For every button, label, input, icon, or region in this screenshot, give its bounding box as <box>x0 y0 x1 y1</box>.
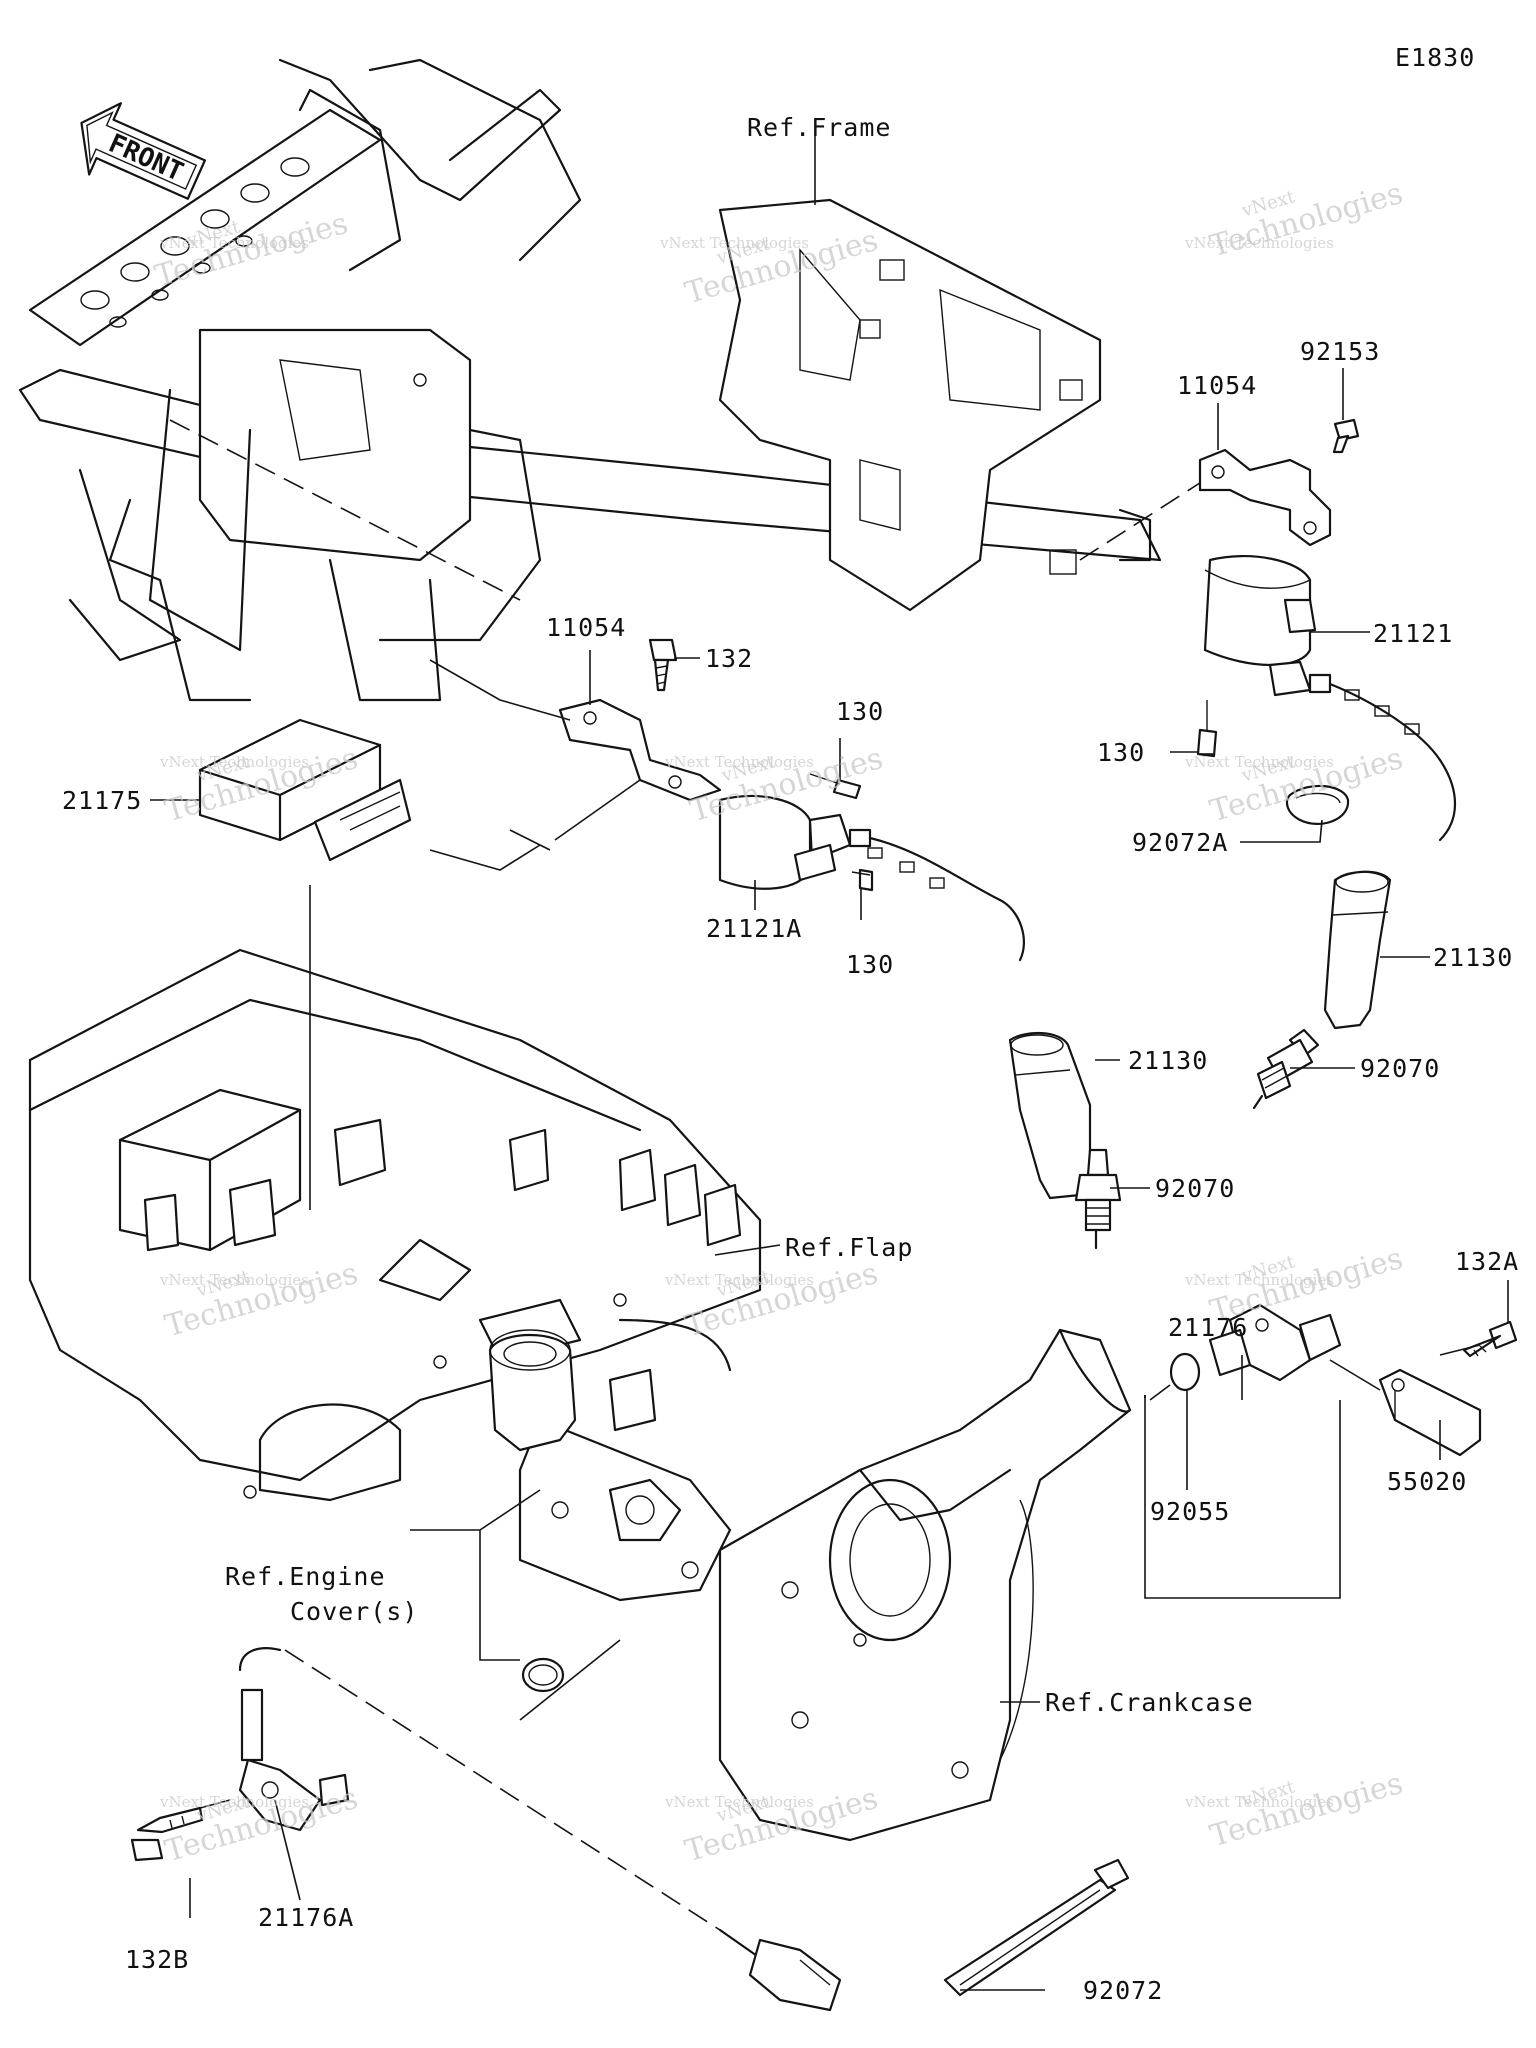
label-ref-crankcase: Ref.Crankcase <box>1045 1688 1254 1717</box>
frame-assembly <box>18 58 1221 702</box>
label-130-lower: 130 <box>846 950 894 979</box>
engine-cover <box>488 1329 732 1602</box>
svg-text:vNext Technologies: vNext Technologies <box>1184 234 1334 252</box>
screw-130-upper <box>809 773 862 800</box>
svg-text:vNext Technologies: vNext Technologies <box>664 753 814 771</box>
label-ref-flap: Ref.Flap <box>785 1233 913 1262</box>
svg-text:vNext Technologies: vNext Technologies <box>159 234 309 252</box>
label-92153: 92153 <box>1300 337 1380 366</box>
svg-text:vNext Technologies: vNext Technologies <box>159 1271 309 1289</box>
plate-55020 <box>1378 1368 1482 1457</box>
label-21121a: 21121A <box>706 914 802 943</box>
part-labels: Ref.Frame 11054 92153 21121 130 92072A 2… <box>62 113 1519 2005</box>
label-130-upper: 130 <box>836 697 884 726</box>
cable-tie-92072 <box>943 1858 1130 1997</box>
label-cover-s: Cover(s) <box>290 1597 418 1626</box>
label-21176a: 21176A <box>258 1903 354 1932</box>
label-132a: 132A <box>1455 1247 1519 1276</box>
label-11054-mid: 11054 <box>546 613 626 642</box>
ignition-coil-21121A <box>718 794 1025 962</box>
leader-lines <box>150 135 1509 1991</box>
bolt-92153 <box>1332 418 1360 454</box>
label-92070-mid: 92070 <box>1155 1174 1235 1203</box>
svg-text:vNext Technologies: vNext Technologies <box>1184 1793 1334 1811</box>
label-21130-mid: 21130 <box>1128 1046 1208 1075</box>
oring-92055 <box>1169 1352 1201 1392</box>
label-21175: 21175 <box>62 786 142 815</box>
bolt-132B <box>130 1806 204 1862</box>
label-21121: 21121 <box>1373 619 1453 648</box>
crankshaft-sensor-21176 <box>1208 1303 1342 1382</box>
label-ref-frame: Ref.Frame <box>747 113 891 142</box>
plug-cap-21130-right <box>1323 870 1392 1030</box>
label-132: 132 <box>705 644 753 673</box>
screw-130-right <box>1196 700 1218 758</box>
ignition-coil-21121 <box>1203 554 1457 842</box>
sensor-21176A <box>238 1647 350 1832</box>
spark-plug-92070-mid <box>1074 1148 1122 1250</box>
svg-text:vNext Technologies: vNext Technologies <box>659 234 809 252</box>
crankcase <box>718 1328 1132 1842</box>
label-11054-top: 11054 <box>1177 371 1257 400</box>
svg-text:vNext Technologies: vNext Technologies <box>159 1793 309 1811</box>
spark-plug-92070-right <box>1252 1028 1320 1110</box>
svg-text:vNext Technologies: vNext Technologies <box>664 1271 814 1289</box>
label-92072: 92072 <box>1083 1976 1163 2005</box>
label-92055: 92055 <box>1150 1497 1230 1526</box>
front-arrow-icon: FRONT <box>80 102 206 200</box>
label-55020: 55020 <box>1387 1467 1467 1496</box>
bolt-132A <box>1462 1320 1518 1358</box>
diagram-code: E1830 <box>1395 43 1475 72</box>
label-132b: 132B <box>125 1945 189 1974</box>
svg-text:vNext Technologies: vNext Technologies <box>159 753 309 771</box>
flap-assembly <box>28 885 762 1502</box>
connector-harness <box>748 1938 842 2012</box>
label-92070-right: 92070 <box>1360 1054 1440 1083</box>
label-ref-engine: Ref.Engine <box>225 1562 386 1591</box>
svg-text:vNext Technologies: vNext Technologies <box>664 1793 814 1811</box>
ecu-21175 <box>198 718 412 862</box>
label-92072a: 92072A <box>1132 828 1228 857</box>
screw-130-lower <box>851 868 874 892</box>
clamp-11054-mid <box>558 698 722 802</box>
clamp-92072A <box>1285 784 1350 825</box>
oring-engine-cover <box>521 1657 565 1693</box>
clamp-11054-top <box>1198 448 1332 547</box>
svg-text:vNext Technologies: vNext Technologies <box>1184 753 1334 771</box>
label-130-right: 130 <box>1097 738 1145 767</box>
label-21176: 21176 <box>1168 1313 1248 1342</box>
bolt-132 <box>648 638 678 692</box>
svg-text:vNext Technologies: vNext Technologies <box>1184 1271 1334 1289</box>
label-21130-right: 21130 <box>1433 943 1513 972</box>
plug-cap-21130-mid <box>1008 1031 1092 1200</box>
